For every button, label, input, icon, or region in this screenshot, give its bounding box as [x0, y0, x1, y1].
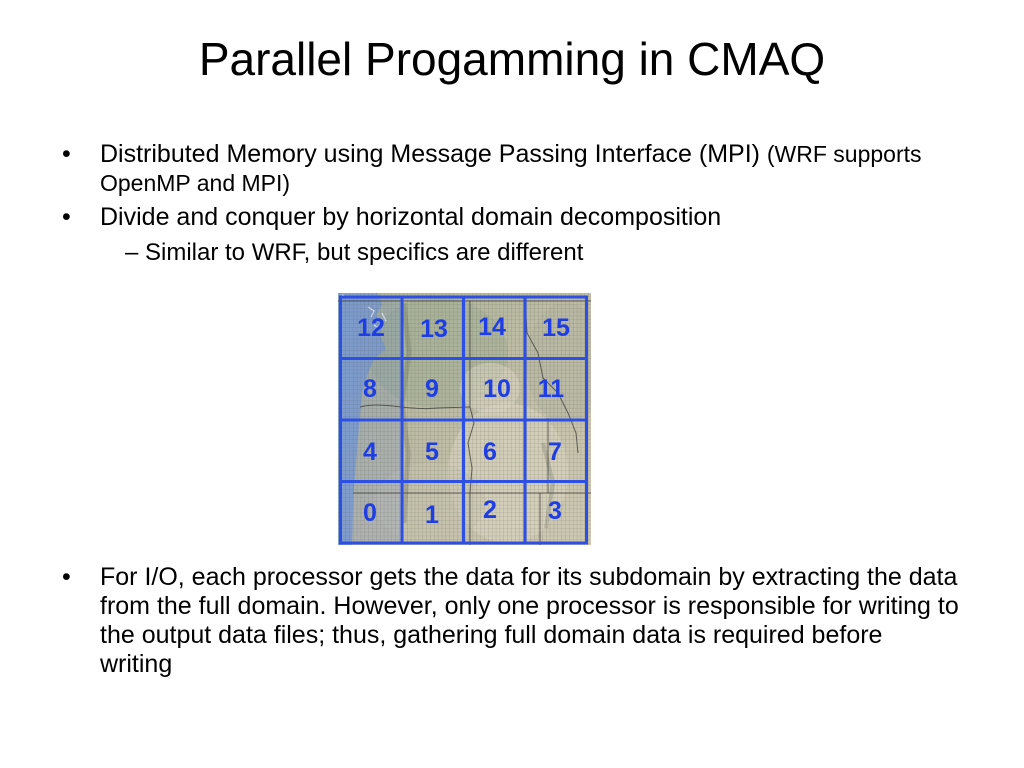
processor-label-7: 7 — [548, 438, 562, 466]
bullet-line: writing — [100, 650, 173, 678]
bullet-line: OpenMP and MPI) — [100, 169, 1000, 198]
border-line — [467, 406, 475, 494]
domain-map-graphic: 12 13 14 15 8 9 10 11 4 5 6 7 0 1 2 3 — [338, 293, 591, 545]
bullet-line: the output data files; thus, gathering f… — [100, 621, 883, 649]
processor-label-5: 5 — [425, 438, 439, 466]
processor-label-0: 0 — [363, 499, 377, 527]
slide-title: Parallel Progamming in CMAQ — [198, 33, 826, 85]
bullet-line: Divide and conquer by horizontal domain … — [100, 203, 1000, 232]
sub-bullet-marker: – — [125, 239, 139, 266]
processor-label-12: 12 — [357, 314, 385, 342]
subdomain-grid — [339, 295, 588, 545]
processor-label-13: 13 — [420, 315, 448, 343]
bullet-note: (WRF supports — [766, 141, 922, 167]
bullet-io-gathering: • For I/O, each processor gets the data … — [62, 563, 1000, 679]
bullet-line: from the full domain. However, only one … — [100, 592, 959, 620]
processor-label-4: 4 — [363, 438, 377, 466]
bullet-text: Divide and conquer by horizontal domain … — [100, 203, 722, 231]
processor-label-11: 11 — [538, 375, 565, 403]
bullet-marker: • — [62, 140, 71, 168]
processor-label-14: 14 — [478, 313, 506, 341]
bullet-marker: • — [62, 563, 71, 591]
bullet-distributed-memory: • Distributed Memory using Message Passi… — [62, 140, 1000, 198]
bullet-text: Distributed Memory using Message Passing… — [100, 140, 760, 168]
processor-label-8: 8 — [363, 375, 377, 403]
border-line — [524, 300, 579, 454]
processor-label-10: 10 — [483, 375, 511, 403]
processor-label-1: 1 — [425, 501, 439, 529]
processor-labels: 12 13 14 15 8 9 10 11 4 5 6 7 0 1 2 3 — [357, 313, 570, 529]
processor-label-3: 3 — [548, 497, 562, 525]
bullet-domain-decomposition: • Divide and conquer by horizontal domai… — [62, 203, 1000, 266]
sub-bullet-text: Similar to WRF, but specifics are differ… — [145, 239, 584, 266]
bullet-note: OpenMP and MPI) — [100, 170, 291, 196]
bullet-line: For I/O, each processor gets the data fo… — [100, 563, 958, 591]
bullet-marker: • — [62, 203, 71, 231]
sub-bullet-similar-to-wrf: – Similar to WRF, but specifics are diff… — [125, 238, 945, 267]
domain-decomposition-map: 12 13 14 15 8 9 10 11 4 5 6 7 0 1 2 3 — [338, 293, 591, 545]
processor-label-2: 2 — [483, 496, 497, 524]
processor-label-15: 15 — [542, 314, 570, 342]
processor-label-6: 6 — [483, 438, 497, 466]
processor-label-9: 9 — [425, 375, 439, 403]
bullet-line: Distributed Memory using Message Passing… — [100, 140, 1000, 169]
